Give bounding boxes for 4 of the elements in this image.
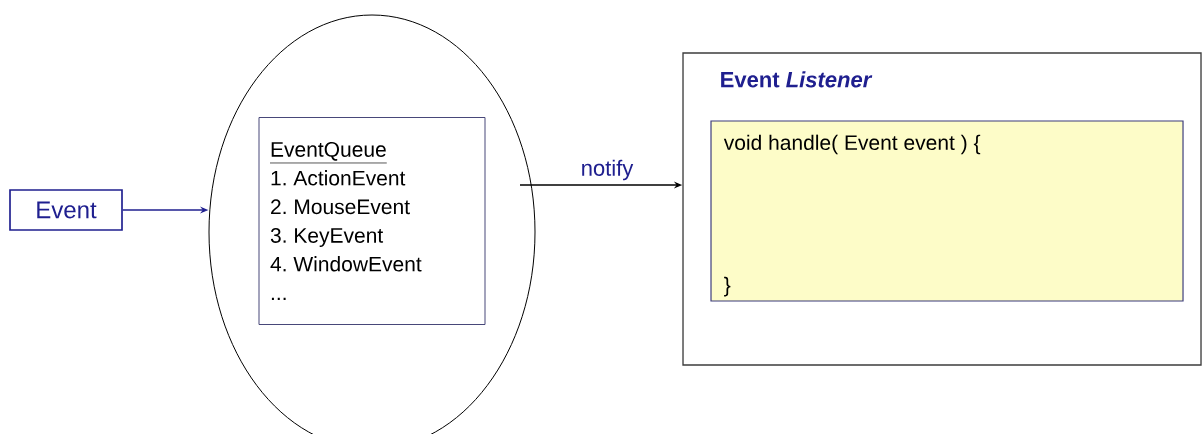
queue-box: EventQueue 1. ActionEvent 2. MouseEvent 3. KeyEvent 4. WindowEvent ... — [258, 117, 486, 325]
code-box: void handle( Event event ) { } — [710, 120, 1184, 302]
event-box: Event — [9, 189, 123, 231]
edge-label: notify — [579, 158, 635, 182]
